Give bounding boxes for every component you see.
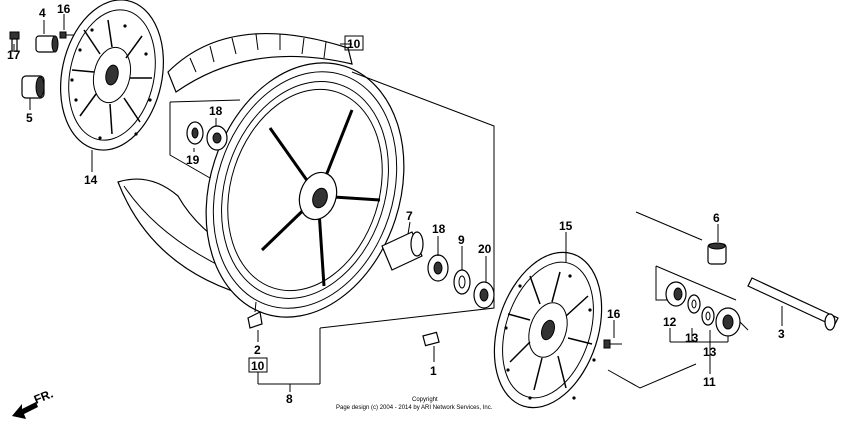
label-8: 8: [286, 392, 293, 406]
label-2: 2: [254, 343, 261, 357]
hub-11: [715, 307, 749, 337]
bearing-18-right: [427, 254, 449, 282]
tire-tread-top: [167, 33, 353, 93]
copyright-title: Copyright: [412, 397, 438, 403]
seal-20: [473, 281, 495, 309]
label-3: 3: [778, 327, 785, 341]
spacer-7: [381, 231, 424, 271]
washer-13b: [701, 306, 715, 326]
label-16-left: 16: [57, 2, 71, 16]
label-6: 6: [713, 211, 720, 225]
collar-6: [707, 242, 727, 265]
label-10-top-box: [344, 35, 364, 51]
wheel: [205, 62, 405, 318]
label-12: 12: [663, 315, 677, 329]
label-20: 20: [478, 242, 492, 256]
bolt-16-right: [603, 339, 622, 349]
label-7: 7: [406, 209, 413, 223]
label-10-bottom-box: [248, 357, 268, 373]
copyright-notice: Page design (c) 2004 - 2014 by ARI Netwo…: [336, 405, 493, 411]
brake-disc-left: [60, 0, 164, 151]
bearing-18-left: [206, 125, 228, 151]
nut-5: [21, 75, 45, 99]
label-4: 4: [39, 6, 46, 20]
label-17: 17: [7, 48, 21, 62]
axle-3: [747, 277, 839, 331]
label-19: 19: [186, 153, 200, 167]
label-11: 11: [703, 375, 716, 389]
label-15: 15: [559, 219, 573, 233]
label-10-bottom: 10: [251, 359, 265, 373]
label-16-right: 16: [607, 307, 621, 321]
brake-disc-right: [493, 251, 603, 409]
label-1: 1: [430, 364, 437, 378]
front-direction-arrow: FR.: [12, 387, 55, 419]
collar-4: [35, 35, 59, 53]
clip-1: [422, 331, 440, 347]
bolt-16-left: [59, 31, 74, 39]
wheel-assembly-bracket: [169, 71, 495, 329]
washer-13a: [687, 294, 701, 314]
part-labels: 4 16 17 5 14 10 18 19 7 18 9 20 2 10 8 1…: [7, 2, 785, 406]
label-18-right: 18: [432, 222, 446, 236]
seal-19: [186, 121, 204, 145]
direction-label: FR.: [32, 387, 55, 407]
valve-2: [247, 301, 263, 329]
label-13b: 13: [703, 345, 717, 359]
retainer-9: [453, 269, 471, 295]
label-5: 5: [26, 111, 33, 125]
label-14: 14: [84, 173, 98, 187]
label-13a: 13: [685, 331, 699, 345]
leader-lines: [13, 14, 783, 392]
nut-12: [665, 281, 687, 307]
label-10-top: 10: [347, 37, 361, 51]
axle-assembly-bracket: [607, 211, 737, 389]
label-18-left: 18: [209, 104, 223, 118]
label-9: 9: [458, 233, 465, 247]
